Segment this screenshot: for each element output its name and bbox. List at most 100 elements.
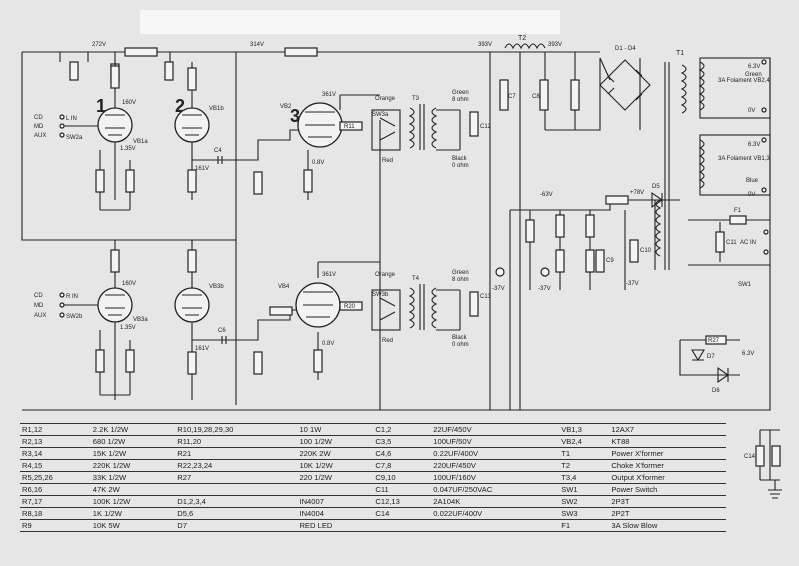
table-cell: C9,10 xyxy=(373,471,432,484)
v161-b: 161V xyxy=(195,346,209,352)
input-md-b: MD xyxy=(34,303,44,309)
stage-2-marker: 2 xyxy=(175,96,185,116)
plate-resistor-d xyxy=(187,249,197,273)
sw1-label: SW1 xyxy=(738,282,752,288)
vb1b-label: VB1b xyxy=(209,106,224,112)
input-selector-b xyxy=(59,292,100,318)
table-cell: 2A104K xyxy=(431,495,560,508)
fil-v0-b: 0V xyxy=(748,192,755,198)
c14-label: C14 xyxy=(744,454,756,460)
rail-resistor-1 xyxy=(124,47,158,57)
x-cap-c11 xyxy=(715,231,725,253)
zobel-c13 xyxy=(469,291,479,317)
cathode-cap-c xyxy=(125,349,135,373)
table-cell: Power Switch xyxy=(609,483,726,496)
table-cell: IN4004 xyxy=(297,507,374,520)
table-cell: 100 1/2W xyxy=(297,435,374,448)
table-cell: D7 xyxy=(175,519,298,532)
plate-resistor-a xyxy=(110,65,120,89)
vb3a-label: VB3a xyxy=(133,317,148,323)
vb4-label: VB4 xyxy=(278,284,290,290)
tube-vb1b xyxy=(174,107,210,143)
bias-neg63: -63V xyxy=(540,192,553,198)
bias-resistor-6 xyxy=(585,249,595,273)
table-cell: D5,6 xyxy=(175,507,298,520)
table-cell: 100UF/50V xyxy=(431,435,560,448)
table-cell: C14 xyxy=(373,507,432,520)
table-cell: R7,17 xyxy=(20,495,91,508)
t3-label: T3 xyxy=(412,96,420,102)
table-cell xyxy=(297,483,374,496)
sw3a-label: SW3a xyxy=(372,112,389,118)
rail-314v: 314V xyxy=(250,42,264,48)
led-resistor-r27 xyxy=(705,335,727,345)
input-selector-a xyxy=(59,114,100,138)
table-cell: C11 xyxy=(373,483,432,496)
fil-green-a: Green xyxy=(745,72,762,78)
diode-d5 xyxy=(651,191,663,209)
rin-label: R IN xyxy=(66,294,78,300)
fuse-f1 xyxy=(729,215,747,225)
table-cell: 10K 5W xyxy=(90,519,176,532)
input-cd-b: CD xyxy=(34,293,43,299)
green-a: Green xyxy=(452,90,469,96)
table-cell: R10,19,28,29,30 xyxy=(175,423,298,436)
bias-supply-wiring xyxy=(510,199,680,290)
v160-b: 160V xyxy=(122,281,136,287)
table-cell: 1K 1/2W xyxy=(90,507,176,520)
table-cell: 2P3T xyxy=(609,495,726,508)
fil-v63-a: 6.3V xyxy=(748,64,760,70)
eight-ohm-b: 8 ohm xyxy=(452,277,469,283)
bias-resistor-5 xyxy=(585,214,595,238)
grid-stop-r20 xyxy=(339,301,363,311)
vb24-filament-label: 3A Folament VB2,4 xyxy=(718,78,770,84)
choke-coil xyxy=(504,43,546,50)
v135-b: 1.35V xyxy=(120,325,136,331)
c4-label: C4 xyxy=(214,148,222,154)
output-transformer-t4 xyxy=(408,284,461,331)
table-cell: C4,6 xyxy=(373,447,432,460)
zobel-c12 xyxy=(469,111,479,137)
table-cell: SW2 xyxy=(559,495,610,508)
table-cell: R6,16 xyxy=(20,483,91,496)
ac-in-label: AC IN xyxy=(740,240,756,246)
filter-cap-c1 xyxy=(69,61,79,81)
r27-label: R27 xyxy=(708,338,720,344)
fil-v0-a: 0V xyxy=(748,108,755,114)
vb3b-label: VB3b xyxy=(209,284,224,290)
table-cell: 680 1/2W xyxy=(90,435,176,448)
table-cell: SW1 xyxy=(559,483,610,496)
v08-a: 0.8V xyxy=(312,160,324,166)
v361-a: 361V xyxy=(322,92,336,98)
c10-label: C10 xyxy=(640,248,652,254)
c6-label: C6 xyxy=(218,328,226,334)
table-cell: T2 xyxy=(559,459,610,472)
table-cell xyxy=(431,519,560,532)
cathode-resistor-d xyxy=(187,351,197,375)
table-cell xyxy=(175,483,298,496)
stage-1-marker: 1 xyxy=(96,96,106,116)
diode-d6 xyxy=(717,366,729,384)
black-a: Black xyxy=(452,156,468,162)
table-cell: 2.2K 1/2W xyxy=(90,423,176,436)
rail-272v: 272V xyxy=(92,42,106,48)
orange-b: Orange xyxy=(375,272,396,278)
bias-neg37-a: -37V xyxy=(492,286,505,292)
table-cell: R2,13 xyxy=(20,435,91,448)
table-cell: R5,25,26 xyxy=(20,471,91,484)
table-cell: R4,15 xyxy=(20,459,91,472)
table-cell: T1 xyxy=(559,447,610,460)
green-b: Green xyxy=(452,270,469,276)
coupling-cap-c4 xyxy=(217,156,223,164)
c13-label: C13 xyxy=(480,294,492,300)
bias-cap-c9 xyxy=(595,249,605,273)
c8-label: C8 xyxy=(532,94,540,100)
vb13-filament-label: 3A Folament VB1,3 xyxy=(718,156,770,162)
table-cell: T3,4 xyxy=(559,471,610,484)
